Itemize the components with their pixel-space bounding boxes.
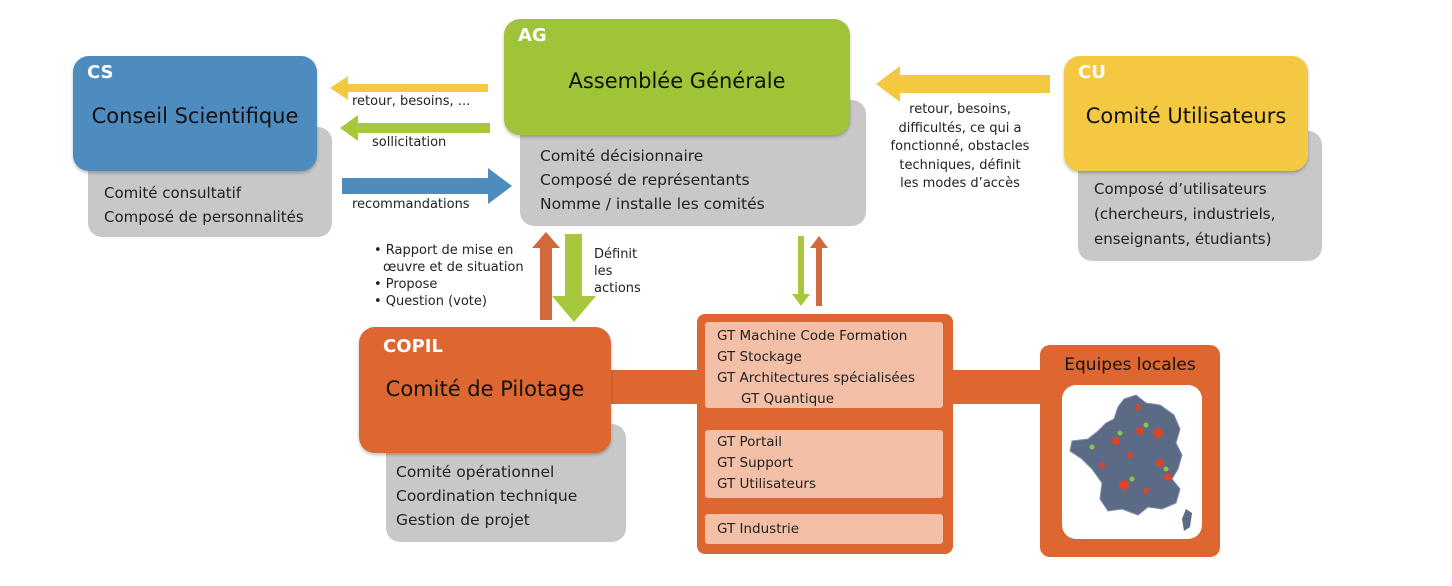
gt-item: GT Machine Code Formation (717, 328, 908, 344)
cu-desc-line: (chercheurs, industriels, (1094, 205, 1276, 223)
gt-group-3: GT Industrie (705, 514, 943, 544)
gt-item: GT Support (717, 455, 793, 471)
equipes-locales-panel: Equipes locales (1040, 345, 1220, 557)
arrow-sollicitation-to-cs (340, 115, 490, 141)
cu-box: CU Comité Utilisateurs (1064, 56, 1308, 171)
gt-item: GT Utilisateurs (717, 476, 816, 492)
arrow-copil-to-ag (532, 232, 560, 320)
ag-code: AG (518, 25, 547, 46)
label-definit-line: les (594, 264, 613, 279)
gt-item: GT Portail (717, 434, 783, 450)
gt-item: GT Stockage (717, 349, 802, 365)
label-copil-up-line: • Rapport de mise en (374, 243, 514, 258)
label-definit-line: actions (594, 281, 641, 296)
cs-box: CS Conseil Scientifique (73, 56, 317, 171)
label-retour-cu: retour, besoins, difficultés, ce qui a f… (880, 101, 1040, 194)
label-definit: Définit les actions (594, 246, 641, 297)
cu-desc-line: enseignants, étudiants) (1094, 230, 1272, 248)
arrow-ag-to-gt (792, 236, 810, 306)
arrow-retour-to-ag (876, 66, 1050, 102)
cu-code: CU (1078, 62, 1106, 83)
label-retour-cu-line: difficultés, ce qui a (898, 120, 1022, 136)
ag-name: Assemblée Générale (568, 69, 786, 93)
equipes-title: Equipes locales (1064, 355, 1196, 375)
cu-name: Comité Utilisateurs (1085, 104, 1287, 128)
gt-group-1: GT Machine Code Formation GT Stockage GT… (705, 322, 943, 408)
copil-desc-line: Coordination technique (396, 487, 578, 505)
label-retour-cs: retour, besoins, ... (352, 94, 471, 109)
ag-desc-line: Comité décisionnaire (540, 147, 704, 165)
label-retour-cu-line: techniques, définit (899, 157, 1021, 173)
label-copil-up-line: • Question (vote) (374, 294, 487, 309)
france-map-icon (1069, 394, 1192, 531)
cu-desc-line: Composé d’utilisateurs (1094, 180, 1267, 198)
arrow-retour-to-cs (330, 76, 488, 100)
copil-desc-line: Comité opérationnel (396, 463, 555, 481)
cs-name: Conseil Scientifique (91, 104, 299, 128)
gt-item: GT Architectures spécialisées (717, 370, 916, 386)
france-map-frame (1062, 385, 1202, 539)
cs-desc-line: Composé de personnalités (104, 208, 304, 226)
copil-code: COPIL (383, 336, 443, 357)
label-copil-up-line: œuvre et de situation (383, 260, 524, 275)
label-retour-cu-line: les modes d’accès (900, 176, 1020, 191)
arrow-recommandations-to-ag (342, 168, 512, 204)
cs-code: CS (87, 62, 114, 83)
copil-desc-line: Gestion de projet (396, 511, 530, 529)
ag-box: AG Assemblée Générale (504, 19, 850, 135)
copil-name: Comité de Pilotage (385, 377, 585, 401)
copil-box: COPIL Comité de Pilotage (359, 327, 611, 453)
label-recommandations: recommandations (352, 197, 470, 212)
gt-item: GT Industrie (717, 521, 800, 537)
cs-desc-line: Comité consultatif (104, 184, 242, 202)
gt-panel: GT Machine Code Formation GT Stockage GT… (697, 314, 953, 554)
label-definit-line: Définit (594, 247, 638, 262)
label-sollicitation: sollicitation (372, 135, 447, 150)
label-copil-up-line: • Propose (374, 277, 438, 292)
ag-desc-line: Nomme / installe les comités (540, 195, 765, 213)
label-retour-cu-line: retour, besoins, (909, 102, 1011, 117)
gt-group-2: GT Portail GT Support GT Utilisateurs (705, 430, 943, 498)
label-copil-up: • Rapport de mise en œuvre et de situati… (374, 242, 524, 310)
arrow-gt-to-ag (810, 236, 828, 306)
label-retour-cu-line: fonctionné, obstacles (890, 139, 1030, 154)
connector-gt-equipes (950, 370, 1044, 404)
ag-desc-line: Composé de représentants (540, 171, 750, 189)
arrow-definit-actions (552, 234, 596, 322)
gt-item: GT Quantique (741, 391, 835, 407)
connector-copil-gt (600, 370, 700, 404)
